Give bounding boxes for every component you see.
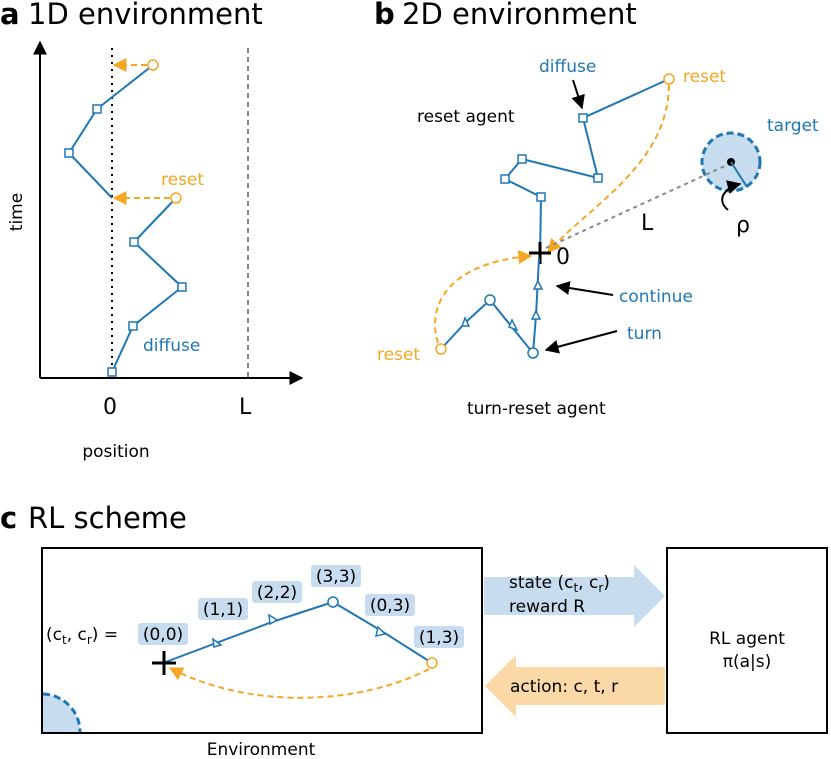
reset-point-top	[663, 73, 675, 85]
rl-reset-curve	[168, 667, 430, 699]
state-arrow	[484, 565, 665, 627]
label-diffuse-1d: diffuse	[143, 336, 200, 356]
turn-point-1	[527, 347, 539, 359]
label-turn-reset-agent: turn-reset agent	[467, 399, 606, 419]
environment-label: Environment	[207, 740, 316, 759]
continue-markers	[460, 279, 544, 332]
turn-pointer	[544, 330, 618, 354]
ctcr-prefix: (c	[46, 625, 62, 645]
reset-curve-bottom	[434, 250, 533, 344]
target-corner-fill	[43, 694, 80, 732]
ctcr-mid: , c	[67, 625, 87, 645]
action-arrow	[485, 655, 665, 717]
ctcr-sub-r: r	[87, 633, 92, 647]
state-tuple-3: (3,3)	[316, 567, 356, 587]
label-reset-1d: reset	[161, 170, 204, 190]
target-corner-edge	[42, 692, 82, 733]
diffuse-pointer	[571, 79, 585, 110]
distance-line	[545, 164, 728, 249]
state-suffix: )	[603, 573, 610, 593]
state-sub-r: r	[598, 581, 603, 595]
reset-point-bottom	[435, 343, 447, 355]
panel-b-letter: b	[374, 0, 395, 31]
label-continue: continue	[619, 287, 693, 307]
rl-agent-policy: π(a|s)	[723, 652, 772, 672]
rl-continue-markers	[212, 613, 387, 648]
ctcr-sub-t: t	[62, 633, 67, 647]
ctcr-label: (ct, cr) =	[46, 625, 118, 647]
label-reset-top: reset	[683, 67, 726, 87]
panel-a-letter: a	[0, 0, 20, 31]
turn-point-2	[484, 294, 496, 306]
reset-start-lower	[170, 192, 182, 204]
label-L: L	[641, 211, 654, 236]
reset-start-upper	[147, 59, 159, 71]
state-label: state (ct, cr)	[509, 573, 610, 595]
label-reset-agent: reset agent	[417, 107, 515, 127]
panel-c-title: RL scheme	[28, 501, 187, 535]
rl-agent-label: RL agent	[709, 629, 785, 649]
label-origin-2d: 0	[556, 245, 570, 270]
panel-b: b 2D environment diffuse reset reset age…	[374, 0, 819, 419]
reset-agent-markers	[500, 113, 603, 202]
panel-a: a 1D environment reset diffuse 0 L	[0, 0, 304, 462]
tick-label-L: L	[239, 395, 252, 420]
state-tuple-0: (0,0)	[143, 625, 183, 645]
state-tuple-5: (1,3)	[419, 628, 459, 648]
panel-a-title: 1D environment	[28, 0, 263, 31]
state-prefix: state (c	[509, 573, 573, 593]
state-sub-t: t	[573, 581, 578, 595]
environment-box	[41, 547, 483, 734]
ctcr-suffix: ) =	[92, 625, 118, 645]
panel-c: c RL scheme Environment RL agent π(a|s) …	[0, 501, 828, 759]
state-badges	[138, 565, 464, 648]
panel-c-letter: c	[0, 501, 17, 535]
state-mid: , c	[578, 573, 598, 593]
state-tuple-1: (1,1)	[203, 600, 243, 620]
rl-agent-box	[666, 547, 828, 734]
label-reset-bottom: reset	[377, 345, 420, 365]
label-target: target	[767, 116, 819, 136]
square-markers-1d	[64, 104, 187, 377]
state-tuple-4: (0,3)	[370, 596, 410, 616]
continue-pointer	[555, 281, 614, 296]
rho-pointer	[721, 180, 742, 211]
trajectory-1d-upper	[67, 64, 154, 199]
label-turn: turn	[627, 324, 662, 344]
tick-label-0: 0	[103, 395, 117, 420]
rl-turn-point	[327, 596, 339, 608]
state-tuple-2: (2,2)	[257, 583, 297, 603]
reward-label: reward R	[509, 597, 585, 617]
label-rho: ρ	[736, 213, 750, 238]
panel-b-title: 2D environment	[402, 0, 637, 31]
target-radius	[730, 161, 748, 188]
x-axis-label: position	[82, 442, 149, 462]
label-diffuse-2d: diffuse	[539, 57, 596, 77]
y-axis-label: time	[7, 193, 27, 231]
rl-reset-point	[426, 657, 438, 669]
action-label: action: c, t, r	[510, 677, 618, 697]
